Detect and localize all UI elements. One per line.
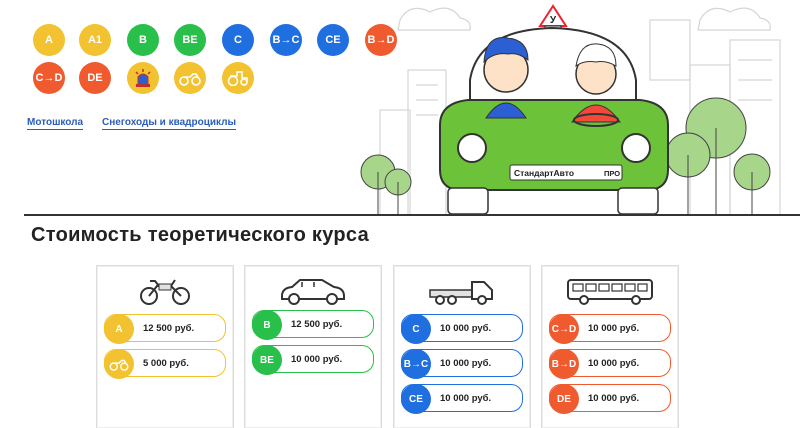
category-a-badge: A xyxy=(104,314,134,344)
tractor-icon xyxy=(227,71,248,86)
category-b-c-badge: B→C xyxy=(401,349,431,379)
price-amount: 10 000 руб. xyxy=(440,358,492,369)
category-b-d-button[interactable]: B→D xyxy=(365,24,397,56)
price-row-quad[interactable]: 5 000 руб. xyxy=(104,349,226,379)
category-b-d-badge: B→D xyxy=(549,349,579,379)
hero-illustration: У СтандартАвто ПРО xyxy=(360,4,781,216)
category-ce-button[interactable]: CE xyxy=(317,24,349,56)
snow-quad-link[interactable]: Снегоходы и квадроциклы xyxy=(102,117,237,130)
price-card-bus: C→D 10 000 руб. B→D 10 000 руб. DE 10 00… xyxy=(541,265,679,428)
category-be-badge: BE xyxy=(252,345,282,375)
quad-bike-icon xyxy=(179,73,201,86)
category-c-button[interactable]: C xyxy=(222,24,254,56)
license-plate-text: СтандартАвто xyxy=(514,168,574,178)
category-c-d-button[interactable]: C→D xyxy=(33,62,65,94)
ground-line xyxy=(24,214,800,216)
motorcycle-icon xyxy=(140,279,190,305)
price-amount: 10 000 руб. xyxy=(588,358,640,369)
price-amount: 10 000 руб. xyxy=(291,354,343,365)
category-b-badge: B xyxy=(252,310,282,340)
category-a1-button[interactable]: A1 xyxy=(79,24,111,56)
price-row-de[interactable]: DE 10 000 руб. xyxy=(549,384,671,414)
price-row-ce[interactable]: CE 10 000 руб. xyxy=(401,384,523,414)
tractor-button[interactable] xyxy=(222,62,254,94)
price-row-a[interactable]: A 12 500 руб. xyxy=(104,314,226,344)
city-car-illustration: У СтандартАвто ПРО xyxy=(360,4,781,216)
quad-bike-button[interactable] xyxy=(174,62,206,94)
tree-right xyxy=(665,97,771,214)
category-c-d-badge: C→D xyxy=(549,314,579,344)
roof-sign-letter: У xyxy=(550,15,557,26)
price-amount: 5 000 руб. xyxy=(143,358,189,369)
truck-icon xyxy=(429,281,493,305)
license-plate-suffix: ПРО xyxy=(604,169,620,178)
section-title: Стоимость теоретического курса xyxy=(31,224,370,246)
price-card-car: B 12 500 руб. BE 10 000 руб. xyxy=(244,265,382,428)
category-de-badge: DE xyxy=(549,384,579,414)
category-be-button[interactable]: BE xyxy=(174,24,206,56)
price-card-truck: C 10 000 руб. B→C 10 000 руб. CE 10 000 … xyxy=(393,265,531,428)
price-row-be[interactable]: BE 10 000 руб. xyxy=(252,345,374,375)
price-amount: 12 500 руб. xyxy=(291,319,343,330)
tree-left xyxy=(360,154,412,214)
price-amount: 10 000 руб. xyxy=(440,323,492,334)
price-row-c[interactable]: C 10 000 руб. xyxy=(401,314,523,344)
price-row-b-d[interactable]: B→D 10 000 руб. xyxy=(549,349,671,379)
price-card-motorcycle: A 12 500 руб. 5 000 руб. xyxy=(96,265,234,428)
category-c-badge: C xyxy=(401,314,431,344)
price-amount: 10 000 руб. xyxy=(440,393,492,404)
tractor-beacon-button[interactable] xyxy=(127,62,159,94)
price-row-b[interactable]: B 12 500 руб. xyxy=(252,310,374,340)
price-amount: 10 000 руб. xyxy=(588,323,640,334)
price-amount: 12 500 руб. xyxy=(143,323,195,334)
moto-school-link[interactable]: Мотошкола xyxy=(27,117,84,130)
beacon-icon xyxy=(135,69,151,87)
category-b-c-button[interactable]: B→C xyxy=(270,24,302,56)
quad-icon xyxy=(109,359,129,371)
price-row-b-c[interactable]: B→C 10 000 руб. xyxy=(401,349,523,379)
bus-icon xyxy=(567,279,653,305)
price-row-c-d[interactable]: C→D 10 000 руб. xyxy=(549,314,671,344)
category-ce-badge: CE xyxy=(401,384,431,414)
category-b-button[interactable]: B xyxy=(127,24,159,56)
car-icon xyxy=(281,279,345,305)
quad-badge xyxy=(104,349,134,379)
category-de-button[interactable]: DE xyxy=(79,62,111,94)
price-amount: 10 000 руб. xyxy=(588,393,640,404)
category-a-button[interactable]: A xyxy=(33,24,65,56)
